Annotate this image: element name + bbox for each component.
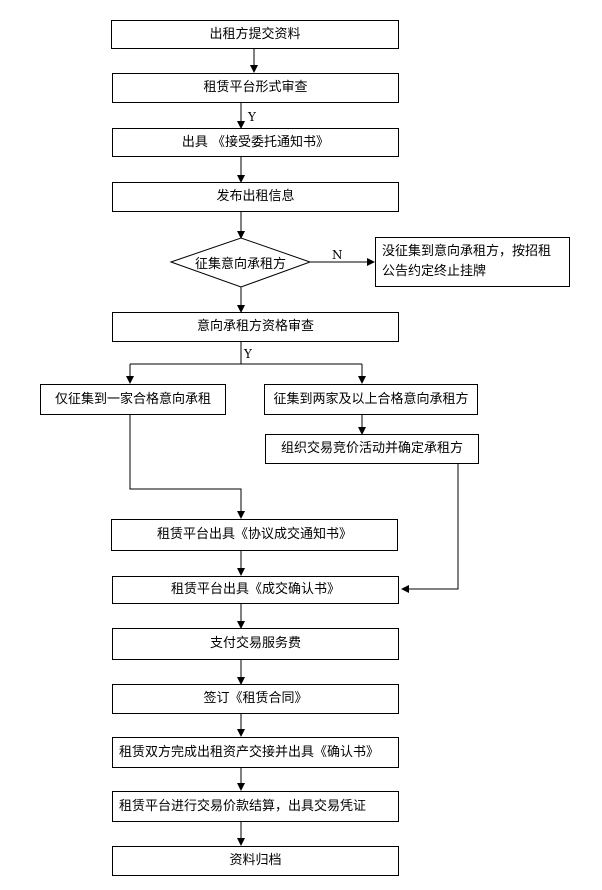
step-archive: 资料归档 bbox=[112, 846, 399, 876]
step-asset-handover: 租赁双方完成出租资产交接并出具《确认书》 bbox=[112, 737, 399, 768]
yes-label-1: Y bbox=[248, 110, 256, 124]
no-label: N bbox=[332, 248, 343, 262]
step-bidding-activity: 组织交易竞价活动并确定承租方 bbox=[265, 434, 479, 464]
decision-diamond bbox=[169, 237, 312, 288]
arrow-left-agreement bbox=[129, 415, 245, 519]
step-accept-notice: 出具 《接受委托通知书》 bbox=[112, 128, 399, 157]
step-submit-materials: 出租方提交资料 bbox=[111, 20, 399, 49]
yes-label-2: Y bbox=[244, 347, 252, 361]
step-publish-info: 发布出租信息 bbox=[112, 182, 399, 212]
step-formal-review: 租赁平台形式审查 bbox=[112, 73, 399, 103]
decision-label: 征集意向承租方 bbox=[194, 256, 286, 272]
step-price-settlement: 租赁平台进行交易价款结算，出具交易凭证 bbox=[112, 791, 399, 822]
step-single-bidder: 仅征集到一家合格意向承租 bbox=[40, 384, 226, 415]
step-qualification-review: 意向承租方资格审查 bbox=[112, 312, 399, 342]
step-confirmation-letter: 租赁平台出具《成交确认书》 bbox=[112, 576, 399, 604]
step-pay-service-fee: 支付交易服务费 bbox=[112, 628, 399, 660]
arrow-bidding-confirm bbox=[401, 464, 459, 593]
step-sign-contract: 签订《租赁合同》 bbox=[112, 684, 399, 714]
step-agreement-notice: 租赁平台出具《协议成交通知书》 bbox=[111, 519, 398, 551]
step-terminate-listing: 没征集到意向承租方，按招租公告约定终止挂牌 bbox=[375, 237, 570, 287]
step-multiple-bidders: 征集到两家及以上合格意向承租方 bbox=[264, 384, 478, 415]
